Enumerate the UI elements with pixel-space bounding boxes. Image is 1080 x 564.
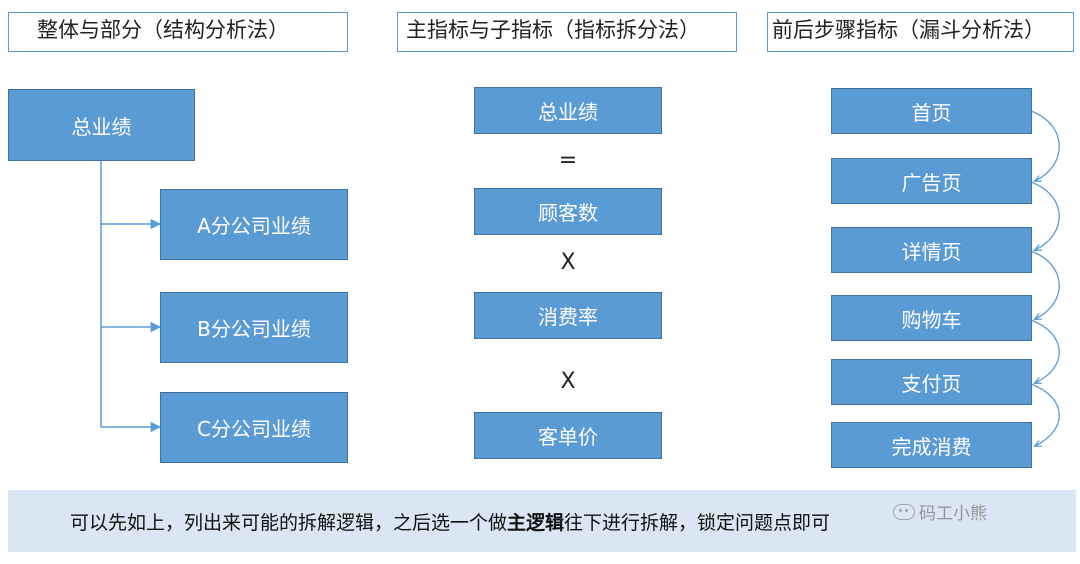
header-steps: 前后步骤指标（漏斗分析法） bbox=[767, 12, 1074, 52]
tree-child-b-node: B分公司业绩 bbox=[160, 292, 348, 363]
formula-item-customers: 顾客数 bbox=[474, 188, 662, 235]
formula-item-consumption-rate-label: 消费率 bbox=[538, 305, 598, 329]
formula-item-avg-price-label: 客单价 bbox=[538, 425, 598, 449]
funnel-step-detail-page-label: 详情页 bbox=[901, 239, 962, 264]
formula-item-customers-label: 顾客数 bbox=[538, 201, 598, 225]
funnel-arc-2 bbox=[1030, 181, 1060, 250]
header-main-sub: 主指标与子指标（指标拆分法） bbox=[397, 12, 737, 52]
funnel-step-complete-label: 完成消费 bbox=[891, 434, 972, 459]
funnel-step-home-label: 首页 bbox=[911, 100, 952, 125]
formula-operator-equals: = bbox=[558, 148, 578, 173]
footer-note-text: 可以先如上，列出来可能的拆解逻辑，之后选一个做主逻辑往下进行拆解，锁定问题点即可 bbox=[70, 508, 830, 535]
header-main-sub-text: 主指标与子指标（指标拆分法） bbox=[406, 18, 700, 42]
funnel-step-payment-label: 支付页 bbox=[901, 371, 962, 396]
header-part-whole: 整体与部分（结构分析法） bbox=[8, 12, 348, 52]
tree-root-label: 总业绩 bbox=[71, 114, 132, 139]
tree-child-a-node: A分公司业绩 bbox=[160, 189, 348, 260]
funnel-step-complete: 完成消费 bbox=[831, 422, 1032, 468]
header-steps-text: 前后步骤指标（漏斗分析法） bbox=[772, 18, 1045, 42]
wechat-icon bbox=[893, 503, 915, 520]
funnel-arc-4 bbox=[1030, 319, 1060, 383]
funnel-step-detail-page: 详情页 bbox=[831, 227, 1032, 273]
tree-child-b-label: B分公司业绩 bbox=[197, 317, 311, 341]
funnel-step-cart: 购物车 bbox=[831, 295, 1032, 341]
formula-item-avg-price: 客单价 bbox=[474, 412, 662, 459]
watermark: 码工小熊 bbox=[893, 499, 987, 524]
funnel-step-home: 首页 bbox=[831, 88, 1032, 134]
funnel-step-cart-label: 购物车 bbox=[901, 307, 962, 332]
footer-note-panel: 可以先如上，列出来可能的拆解逻辑，之后选一个做主逻辑往下进行拆解，锁定问题点即可 bbox=[8, 490, 1076, 552]
tree-child-c-label: C分公司业绩 bbox=[197, 417, 311, 441]
funnel-step-ad-page-label: 广告页 bbox=[901, 170, 962, 195]
formula-operator-times-1: X bbox=[560, 250, 576, 275]
formula-item-total-label: 总业绩 bbox=[538, 100, 598, 124]
formula-operator-times-2: X bbox=[560, 369, 576, 394]
tree-root-node: 总业绩 bbox=[8, 89, 195, 161]
footer-text-bold: 主逻辑 bbox=[507, 512, 565, 534]
funnel-arc-3 bbox=[1030, 250, 1060, 319]
funnel-arc-5 bbox=[1030, 383, 1060, 446]
funnel-step-payment: 支付页 bbox=[831, 359, 1032, 405]
formula-item-consumption-rate: 消费率 bbox=[474, 292, 662, 339]
header-part-whole-text: 整体与部分（结构分析法） bbox=[37, 18, 289, 42]
footer-text-before: 可以先如上，列出来可能的拆解逻辑，之后选一个做 bbox=[70, 512, 508, 534]
tree-child-c-node: C分公司业绩 bbox=[160, 392, 348, 463]
footer-text-after: 往下进行拆解，锁定问题点即可 bbox=[564, 512, 831, 534]
funnel-arc-1 bbox=[1030, 110, 1060, 181]
watermark-text: 码工小熊 bbox=[919, 504, 987, 524]
formula-item-total: 总业绩 bbox=[474, 87, 662, 134]
tree-child-a-label: A分公司业绩 bbox=[197, 214, 311, 238]
funnel-step-ad-page: 广告页 bbox=[831, 158, 1032, 204]
